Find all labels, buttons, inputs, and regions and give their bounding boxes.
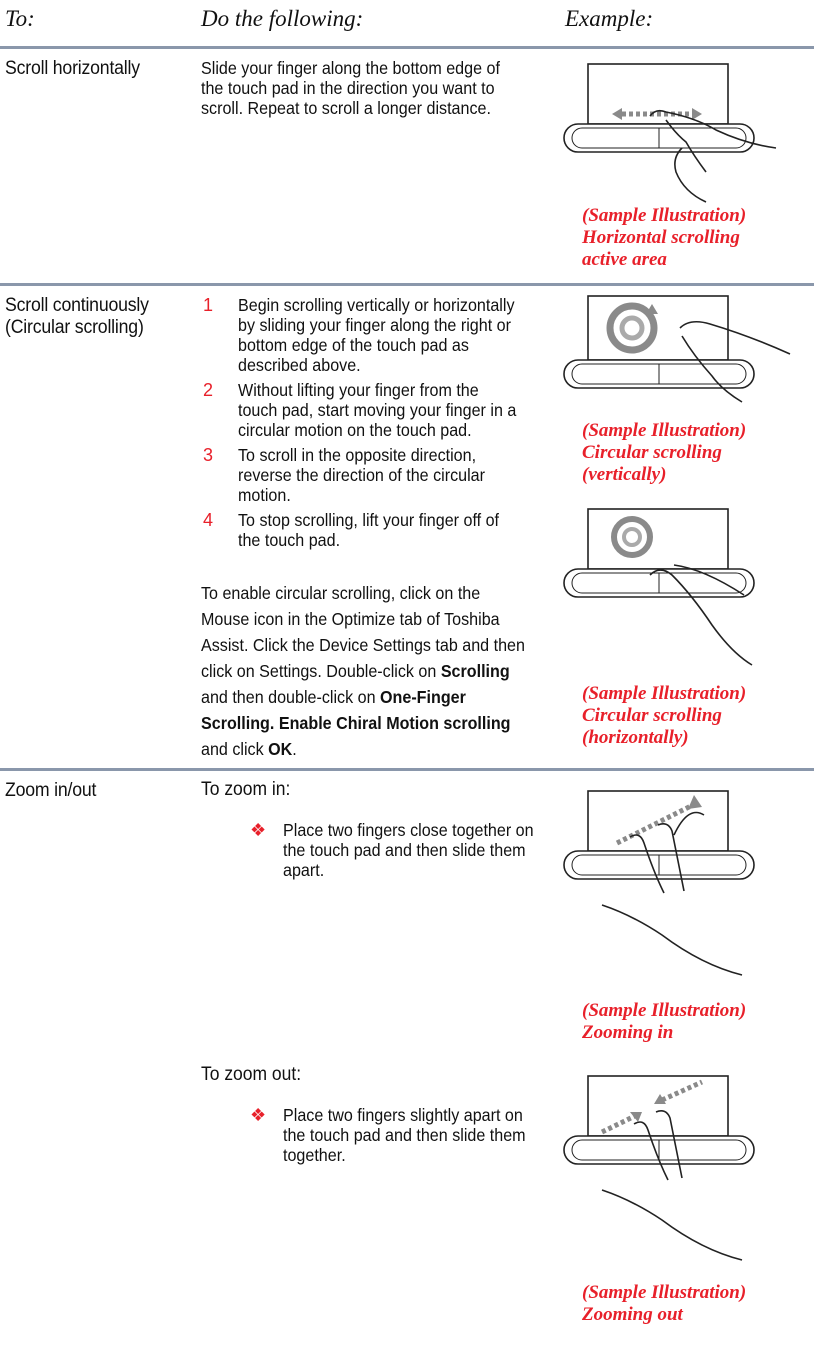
caption-horizontal: (Sample Illustration) Horizontal scrolli… <box>582 205 747 270</box>
zoom-out-illustration <box>563 1075 755 1261</box>
row-divider <box>0 768 814 771</box>
step-number: 2 <box>203 380 214 400</box>
zoom-in-bullet: Place two fingers close together on the … <box>283 820 534 880</box>
header-rule <box>0 46 814 49</box>
step-text: Without lifting your finger from the tou… <box>238 380 517 440</box>
label-scroll-horizontally: Scroll horizontally <box>5 58 140 79</box>
step-text: To scroll in the opposite direction, rev… <box>238 445 485 505</box>
label-zoom: Zoom in/out <box>5 780 97 801</box>
step-text: To stop scrolling, lift your finger off … <box>238 510 500 550</box>
circular-scroll-vertical-illustration <box>563 295 791 403</box>
step-number: 3 <box>203 445 214 465</box>
bullet-icon: ❖ <box>250 820 267 840</box>
scroll-h-text: Slide your finger along the bottom edge … <box>201 58 500 118</box>
step-number: 4 <box>203 510 214 530</box>
step-text: Begin scrolling vertically or horizontal… <box>238 295 515 375</box>
zoom-out-title: To zoom out: <box>201 1064 302 1085</box>
zoom-out-bullet: Place two fingers slightly apart on the … <box>283 1105 526 1165</box>
label-scroll-continuously: Scroll continuously (Circular scrolling) <box>5 295 149 338</box>
bullet-icon: ❖ <box>250 1105 267 1125</box>
header-to: To: <box>5 6 35 31</box>
header-do: Do the following: <box>201 6 364 31</box>
circular-scroll-horizontal-illustration <box>563 508 755 666</box>
horizontal-scroll-illustration <box>563 63 777 203</box>
step-number: 1 <box>203 295 214 315</box>
caption-zoom-out: (Sample Illustration) Zooming out <box>582 1282 747 1325</box>
header-example: Example: <box>565 6 654 31</box>
caption-circular-horizontal: (Sample Illustration) Circular scrolling… <box>582 683 747 748</box>
circular-scroll-note: To enable circular scrolling, click on t… <box>201 583 525 759</box>
caption-zoom-in: (Sample Illustration) Zooming in <box>582 1000 747 1043</box>
row-divider <box>0 283 814 286</box>
zoom-in-illustration <box>563 790 755 976</box>
caption-circular-vertical: (Sample Illustration) Circular scrolling… <box>582 420 747 485</box>
zoom-in-title: To zoom in: <box>201 779 291 800</box>
